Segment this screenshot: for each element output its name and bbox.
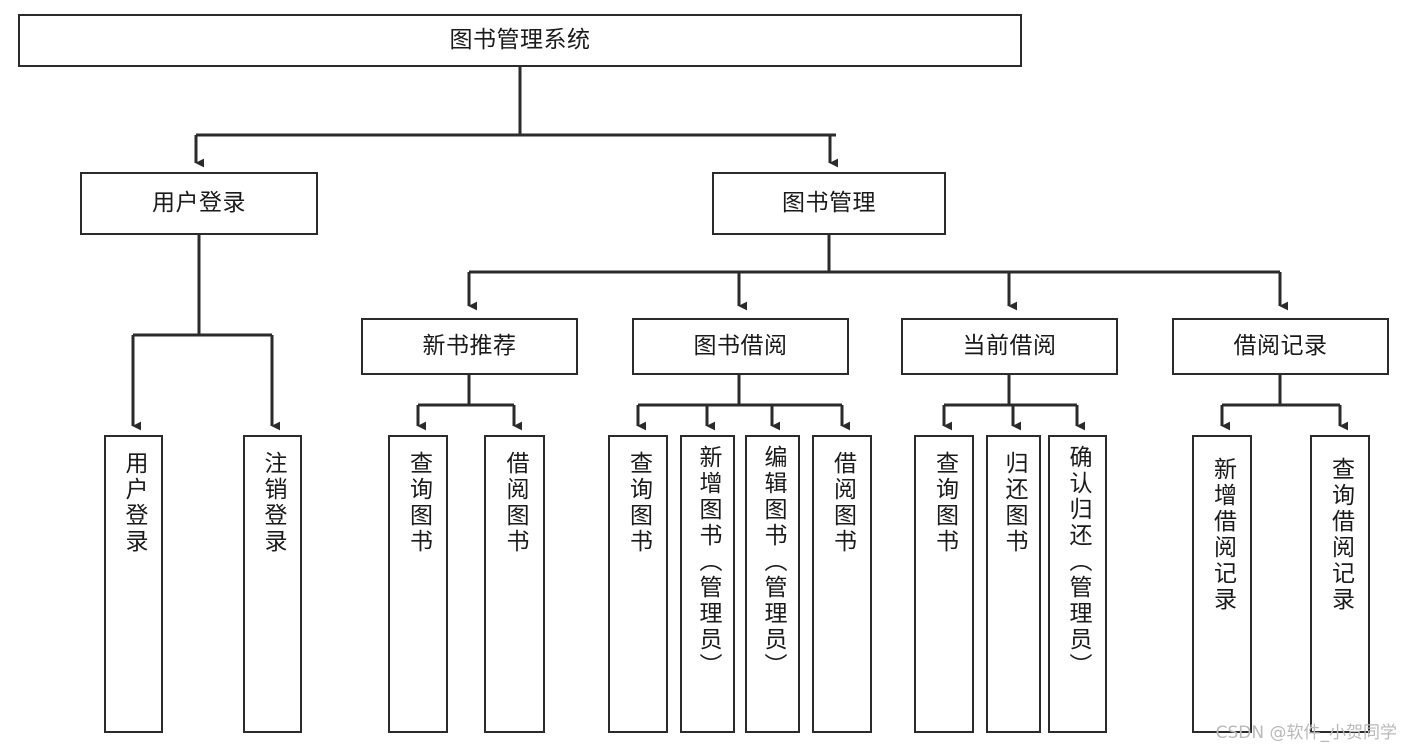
node-book-borrow[interactable]: 图书借阅 (632, 318, 849, 375)
node-leaf-add-book-label: 新增图书（管理员） (695, 445, 721, 679)
node-leaf-query-book-2-label: 查询图书 (625, 451, 652, 555)
node-book-manage-label: 图书管理 (782, 189, 876, 216)
node-leaf-query-book-1[interactable]: 查询图书 (388, 435, 448, 733)
node-borrow-record[interactable]: 借阅记录 (1172, 318, 1389, 375)
node-leaf-borrow-book-2[interactable]: 借阅图书 (812, 435, 872, 733)
node-leaf-add-record[interactable]: 新增借阅记录 (1192, 435, 1252, 733)
node-leaf-add-record-label: 新增借阅记录 (1209, 457, 1236, 613)
node-leaf-return-book[interactable]: 归还图书 (986, 435, 1041, 733)
node-leaf-query-book-3-label: 查询图书 (931, 451, 958, 555)
node-leaf-user-login-label: 用户登录 (121, 451, 147, 555)
node-leaf-query-book-2[interactable]: 查询图书 (608, 435, 668, 733)
node-book-borrow-label: 图书借阅 (693, 332, 788, 359)
node-current-borrow[interactable]: 当前借阅 (901, 318, 1118, 375)
node-leaf-borrow-book-1[interactable]: 借阅图书 (484, 435, 545, 733)
node-user-login[interactable]: 用户登录 (80, 172, 318, 235)
node-root-label: 图书管理系统 (449, 26, 591, 53)
node-leaf-confirm-return-label: 确认归还（管理员） (1065, 445, 1091, 679)
node-leaf-query-book-1-label: 查询图书 (405, 451, 432, 555)
node-borrow-record-label: 借阅记录 (1233, 332, 1328, 359)
node-leaf-user-login[interactable]: 用户登录 (104, 435, 163, 733)
node-leaf-return-book-label: 归还图书 (1001, 451, 1027, 555)
node-leaf-query-record[interactable]: 查询借阅记录 (1310, 435, 1370, 733)
node-leaf-confirm-return[interactable]: 确认归还（管理员） (1048, 435, 1107, 733)
node-leaf-query-record-label: 查询借阅记录 (1327, 457, 1354, 613)
node-root[interactable]: 图书管理系统 (18, 14, 1022, 67)
node-leaf-borrow-book-2-label: 借阅图书 (829, 451, 856, 555)
node-leaf-query-book-3[interactable]: 查询图书 (914, 435, 974, 733)
node-new-book-rec[interactable]: 新书推荐 (361, 318, 578, 375)
node-user-login-label: 用户登录 (152, 189, 246, 216)
node-leaf-add-book[interactable]: 新增图书（管理员） (680, 435, 735, 733)
node-leaf-logout[interactable]: 注销登录 (243, 435, 302, 733)
csdn-watermark: CSDN @软件_小贺同学 (1215, 723, 1397, 743)
node-current-borrow-label: 当前借阅 (962, 332, 1057, 359)
node-leaf-logout-label: 注销登录 (260, 451, 286, 555)
node-new-book-rec-label: 新书推荐 (422, 332, 517, 359)
node-leaf-edit-book[interactable]: 编辑图书（管理员） (745, 435, 800, 733)
node-book-manage[interactable]: 图书管理 (712, 172, 946, 235)
node-leaf-edit-book-label: 编辑图书（管理员） (760, 445, 786, 679)
node-leaf-borrow-book-1-label: 借阅图书 (502, 451, 528, 555)
